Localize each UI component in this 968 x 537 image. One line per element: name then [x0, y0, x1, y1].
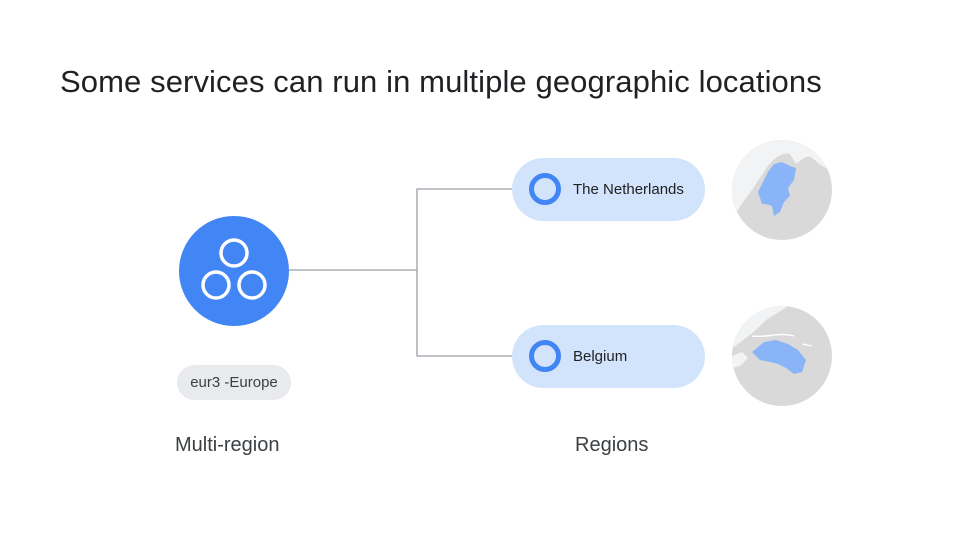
belgium-map	[732, 306, 832, 406]
region-name: Belgium	[573, 348, 628, 365]
connector-branch	[416, 188, 512, 357]
region-name: The Netherlands	[573, 181, 684, 198]
netherlands-map	[732, 140, 832, 240]
three-circles-icon	[201, 238, 267, 300]
region-pill-belgium: Belgium	[512, 325, 705, 388]
slide-title: Some services can run in multiple geogra…	[60, 64, 822, 99]
multi-region-chip: eur3 -Europe	[177, 365, 291, 400]
region-ring-icon	[529, 340, 561, 372]
regions-caption: Regions	[575, 434, 649, 456]
multi-region-caption: Multi-region	[175, 434, 280, 456]
region-ring-icon	[529, 173, 561, 205]
multi-region-node	[179, 216, 289, 326]
region-pill-netherlands: The Netherlands	[512, 158, 705, 221]
